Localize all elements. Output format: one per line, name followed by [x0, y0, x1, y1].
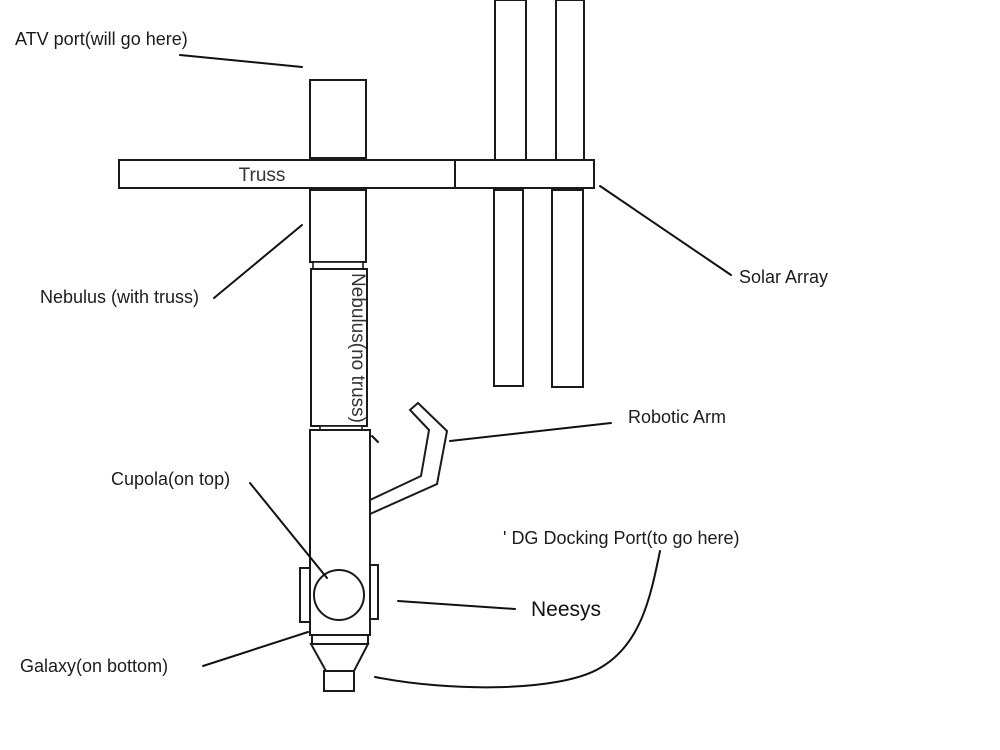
galaxy-label: Galaxy(on bottom)	[20, 656, 168, 676]
neesys-label: Neesys	[531, 598, 601, 621]
solar-array-mount	[454, 159, 595, 189]
cupola-shape	[313, 569, 365, 621]
neesys-side-port-right	[369, 564, 379, 620]
neesys-side-port-left	[299, 567, 311, 623]
nebulus-with-truss-label: Nebulus (with truss)	[40, 287, 199, 307]
neesys-leader	[397, 600, 516, 610]
atv-port-module	[309, 79, 367, 159]
atv-port-leader	[179, 54, 303, 68]
galaxy-module	[323, 670, 355, 692]
solar-array-label: Solar Array	[739, 267, 828, 287]
cupola-label: Cupola(on top)	[111, 469, 230, 489]
robotic-arm	[369, 401, 449, 516]
nebulus-with-truss-module	[309, 189, 367, 263]
solar-panel-top-right	[555, 0, 585, 161]
nebulus-no-truss-module	[310, 268, 368, 427]
galaxy-leader	[202, 631, 309, 667]
nebulus-connector-ring	[312, 261, 364, 270]
galaxy-ring	[311, 634, 369, 645]
cupola-leader	[249, 482, 328, 579]
atv-port-label: ATV port(will go here)	[15, 29, 188, 49]
truss-beam	[118, 159, 456, 189]
nebulus-no-truss-label: Nebulus(no truss)	[347, 273, 368, 423]
dg-docking-port-label: ' DG Docking Port(to go here)	[503, 528, 740, 548]
nebulus-with-truss-leader	[213, 224, 303, 299]
solar-panel-top-left	[494, 0, 527, 161]
galaxy-funnel	[309, 643, 370, 672]
robotic-arm-label: Robotic Arm	[628, 407, 726, 427]
robotic-arm-leader	[449, 422, 612, 442]
robotic-arm-tick	[371, 435, 379, 443]
solar-array-leader	[599, 185, 732, 276]
truss-label: Truss	[239, 165, 286, 186]
dg-docking-port-leader	[374, 550, 661, 689]
solar-panel-bottom-right	[551, 189, 584, 388]
solar-panel-bottom-left	[493, 189, 524, 387]
